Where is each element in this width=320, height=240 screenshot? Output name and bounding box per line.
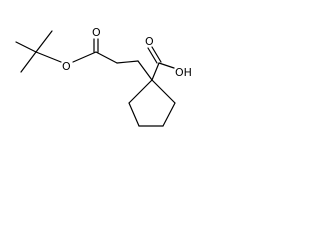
- acid-hydroxyl-bond: [158, 62, 175, 69]
- tbu-to-oxygen-bond: [35, 51, 62, 63]
- acid-carbonyl-double-bond-b: [151, 46, 162, 63]
- methyl-bond-left: [15, 41, 37, 53]
- methyl-bond-down: [20, 51, 37, 73]
- carboxylic-acid-group: O OH: [145, 35, 192, 81]
- acid-carbonyl-double-bond-a: [147, 47, 158, 64]
- alkyl-chain: [95, 51, 153, 81]
- ester-group: O O: [62, 26, 101, 73]
- chemical-structure: O O O OH: [15, 26, 192, 127]
- methyl-bond-up: [35, 30, 53, 53]
- acid-carbonyl-oxygen-label: O: [145, 35, 154, 48]
- ester-oxygen-label: O: [62, 60, 71, 73]
- ester-carbonyl-oxygen-label: O: [92, 26, 101, 39]
- tert-butyl-group: [15, 30, 62, 73]
- chain-bond-2: [116, 60, 139, 64]
- acid-hydroxyl-label: OH: [175, 66, 192, 79]
- ring-bond-5: [128, 79, 153, 104]
- chain-bond-3: [137, 60, 153, 81]
- oxygen-to-carbonyl-bond: [72, 51, 97, 63]
- ring-bond-2: [162, 102, 176, 127]
- cyclopentane-ring: [128, 79, 176, 127]
- ring-to-acid-bond: [151, 62, 160, 81]
- ring-bond-1: [151, 79, 176, 104]
- chain-bond-1: [95, 51, 118, 64]
- ring-bond-4: [128, 102, 140, 127]
